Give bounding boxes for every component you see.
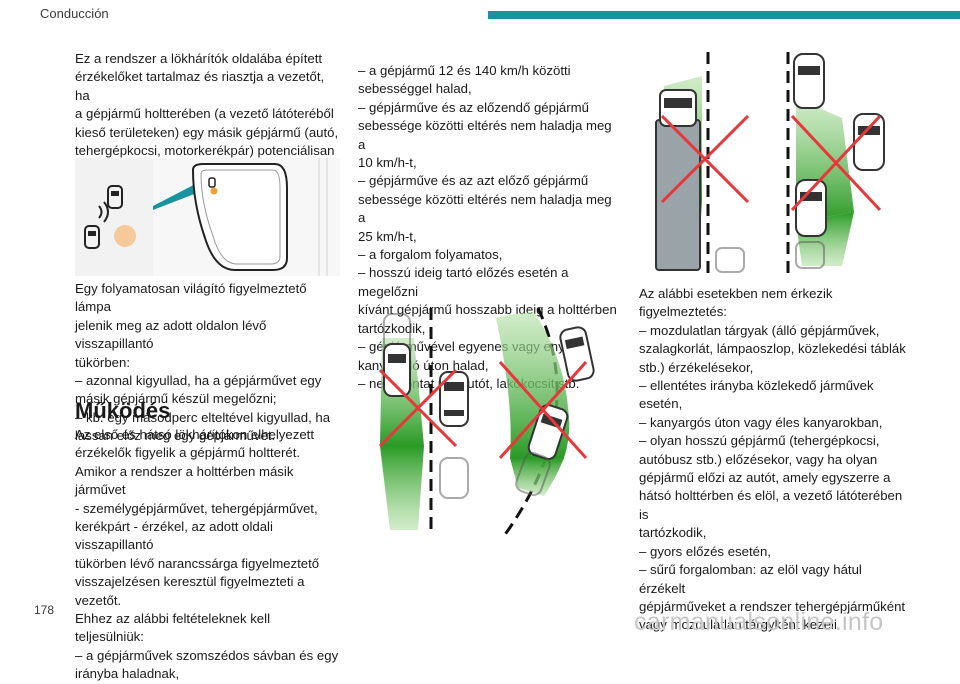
text-line: tükörben lévő narancssárga figyelmeztető bbox=[75, 555, 320, 571]
curved-road-illustration bbox=[496, 308, 595, 536]
car-middle bbox=[853, 113, 885, 171]
text-line: kieső területeken) egy másik gépjármű (a… bbox=[75, 124, 339, 140]
exceptions-list: Az alábbi esetekben nem érkezik figyelme… bbox=[639, 285, 909, 635]
text-line: Az alábbi esetekben nem érkezik figyelme… bbox=[639, 286, 833, 320]
text-line: érzékelőket tartalmaz és riasztja a veze… bbox=[75, 69, 325, 103]
text-line: Ehhez az alábbi feltételeknek kell telje… bbox=[75, 611, 271, 645]
text-line: hátsó holttérben és elöl, a vezető látót… bbox=[639, 488, 903, 522]
text-line: a gépjármű holtterében (a vezető látóter… bbox=[75, 106, 334, 122]
text-line: irányba haladnak, bbox=[75, 666, 180, 682]
text-line: - személygépjárművet, tehergépjárművet, bbox=[75, 500, 318, 516]
page-number: 178 bbox=[34, 603, 55, 617]
text-line: Egy folyamatosan világító figyelmeztető … bbox=[75, 281, 307, 315]
car-curve-right bbox=[559, 326, 595, 382]
text-line: gépjárműveket a rendszer tehergépjárműké… bbox=[639, 598, 906, 614]
header-accent-bar bbox=[488, 11, 960, 19]
car-bottom bbox=[795, 179, 827, 237]
text-line: kívánt gépjármű hosszabb ideig a holttér… bbox=[358, 302, 617, 318]
text-line: vagy mozdulatlan tárgyként kezeli. bbox=[639, 617, 841, 633]
blind-spot-car-icon bbox=[84, 185, 123, 249]
text-line: autóbusz stb.) előzésekor, vagy ha olyan bbox=[639, 451, 878, 467]
section-title: Conducción bbox=[40, 6, 109, 21]
text-line: stb.) érzékelésekor, bbox=[639, 359, 754, 375]
text-line: gépjármű előzi az autót, amely egyszerre… bbox=[639, 470, 891, 486]
text-line: jelenik meg az adott oldalon lévő vissza… bbox=[75, 317, 267, 352]
text-line: lassan előz meg egy gépjárművet. bbox=[75, 428, 276, 444]
text-line: másik gépjármű készül megelőzni; bbox=[75, 391, 277, 407]
car-top bbox=[793, 53, 825, 109]
text-line: Amikor a rendszer a holttérben másik jár… bbox=[75, 463, 294, 498]
operation-paragraph: Az első és hátsó lökhárítókon elhelyezet… bbox=[75, 426, 340, 684]
text-line: sebességgel halad, bbox=[358, 81, 472, 97]
text-line: – azonnal kigyullad, ha a gépjárművet eg… bbox=[75, 373, 322, 389]
text-line: érzékelők figyelik a gépjármű holtterét. bbox=[75, 445, 301, 461]
text-line: – kanyargós úton vagy éles kanyarokban, bbox=[639, 414, 883, 430]
text-line: – kb. egy másodperc elteltével kigyullad… bbox=[75, 409, 331, 425]
text-line: tartózkodik, bbox=[639, 525, 707, 541]
mirror-warning-illustration bbox=[75, 158, 340, 276]
two-cars-illustration bbox=[786, 52, 885, 276]
section-heading: Működés bbox=[75, 398, 171, 423]
text-line: kerékpárt - érzékel, az adott oldali vis… bbox=[75, 519, 273, 553]
text-line: – hosszú ideig tartó előzés esetén a meg… bbox=[358, 265, 569, 299]
text-line: – a gépjárművek szomszédos sávban és egy bbox=[75, 647, 339, 663]
text-line: – a forgalom folyamatos, bbox=[358, 247, 503, 263]
text-line: – gépjárműve és az előzendő gépjármű bbox=[358, 99, 589, 115]
truck bbox=[655, 89, 701, 271]
warning-orange-dot-large bbox=[114, 225, 136, 247]
lamp-description: Egy folyamatosan világító figyelmeztető … bbox=[75, 280, 340, 446]
car-left bbox=[383, 343, 411, 397]
conditions-list: – a gépjármű 12 és 140 km/h közötti sebes… bbox=[358, 62, 618, 393]
text-line: – olyan hosszú gépjármű (tehergépkocsi, bbox=[639, 433, 880, 449]
text-line: tartózkodik, bbox=[358, 320, 426, 336]
text-line: sebessége közötti eltérés nem haladja me… bbox=[358, 118, 612, 152]
straight-road-illustration bbox=[378, 308, 469, 536]
text-line: 10 km/h-t, bbox=[358, 155, 417, 171]
text-line: – a gépjármű 12 és 140 km/h közötti bbox=[358, 63, 571, 78]
text-line: – gépjárműve és az azt előző gépjármű bbox=[358, 173, 589, 189]
watermark: carmanualsonline.info bbox=[634, 608, 884, 636]
text-line: szalagkorlát, lámpaoszlop, közlekedési t… bbox=[639, 341, 906, 357]
text-line: tükörben: bbox=[75, 354, 130, 370]
text-line: – gyors előzés esetén, bbox=[639, 543, 771, 559]
text-line: sebessége közötti eltérés nem haladja me… bbox=[358, 191, 612, 226]
truck-overtake-illustration bbox=[655, 52, 750, 276]
text-line: visszajelzésen keresztül figyelmezteti a… bbox=[75, 574, 305, 608]
text-line: – mozdulatlan tárgyak (álló gépjárművek, bbox=[639, 322, 880, 338]
text-line: tehergépkocsi, motorkerékpár) potenciáli… bbox=[75, 143, 335, 159]
text-line: – sűrű forgalomban: az elöl vagy hátul é… bbox=[639, 562, 862, 596]
text-line: Ez a rendszer a lökhárítók oldalába épít… bbox=[75, 51, 323, 66]
text-line: 25 km/h-t, bbox=[358, 228, 417, 244]
text-line: Az első és hátsó lökhárítókon elhelyezet… bbox=[75, 427, 314, 442]
text-line: – ellentétes irányba közlekedő járművek … bbox=[639, 378, 874, 412]
